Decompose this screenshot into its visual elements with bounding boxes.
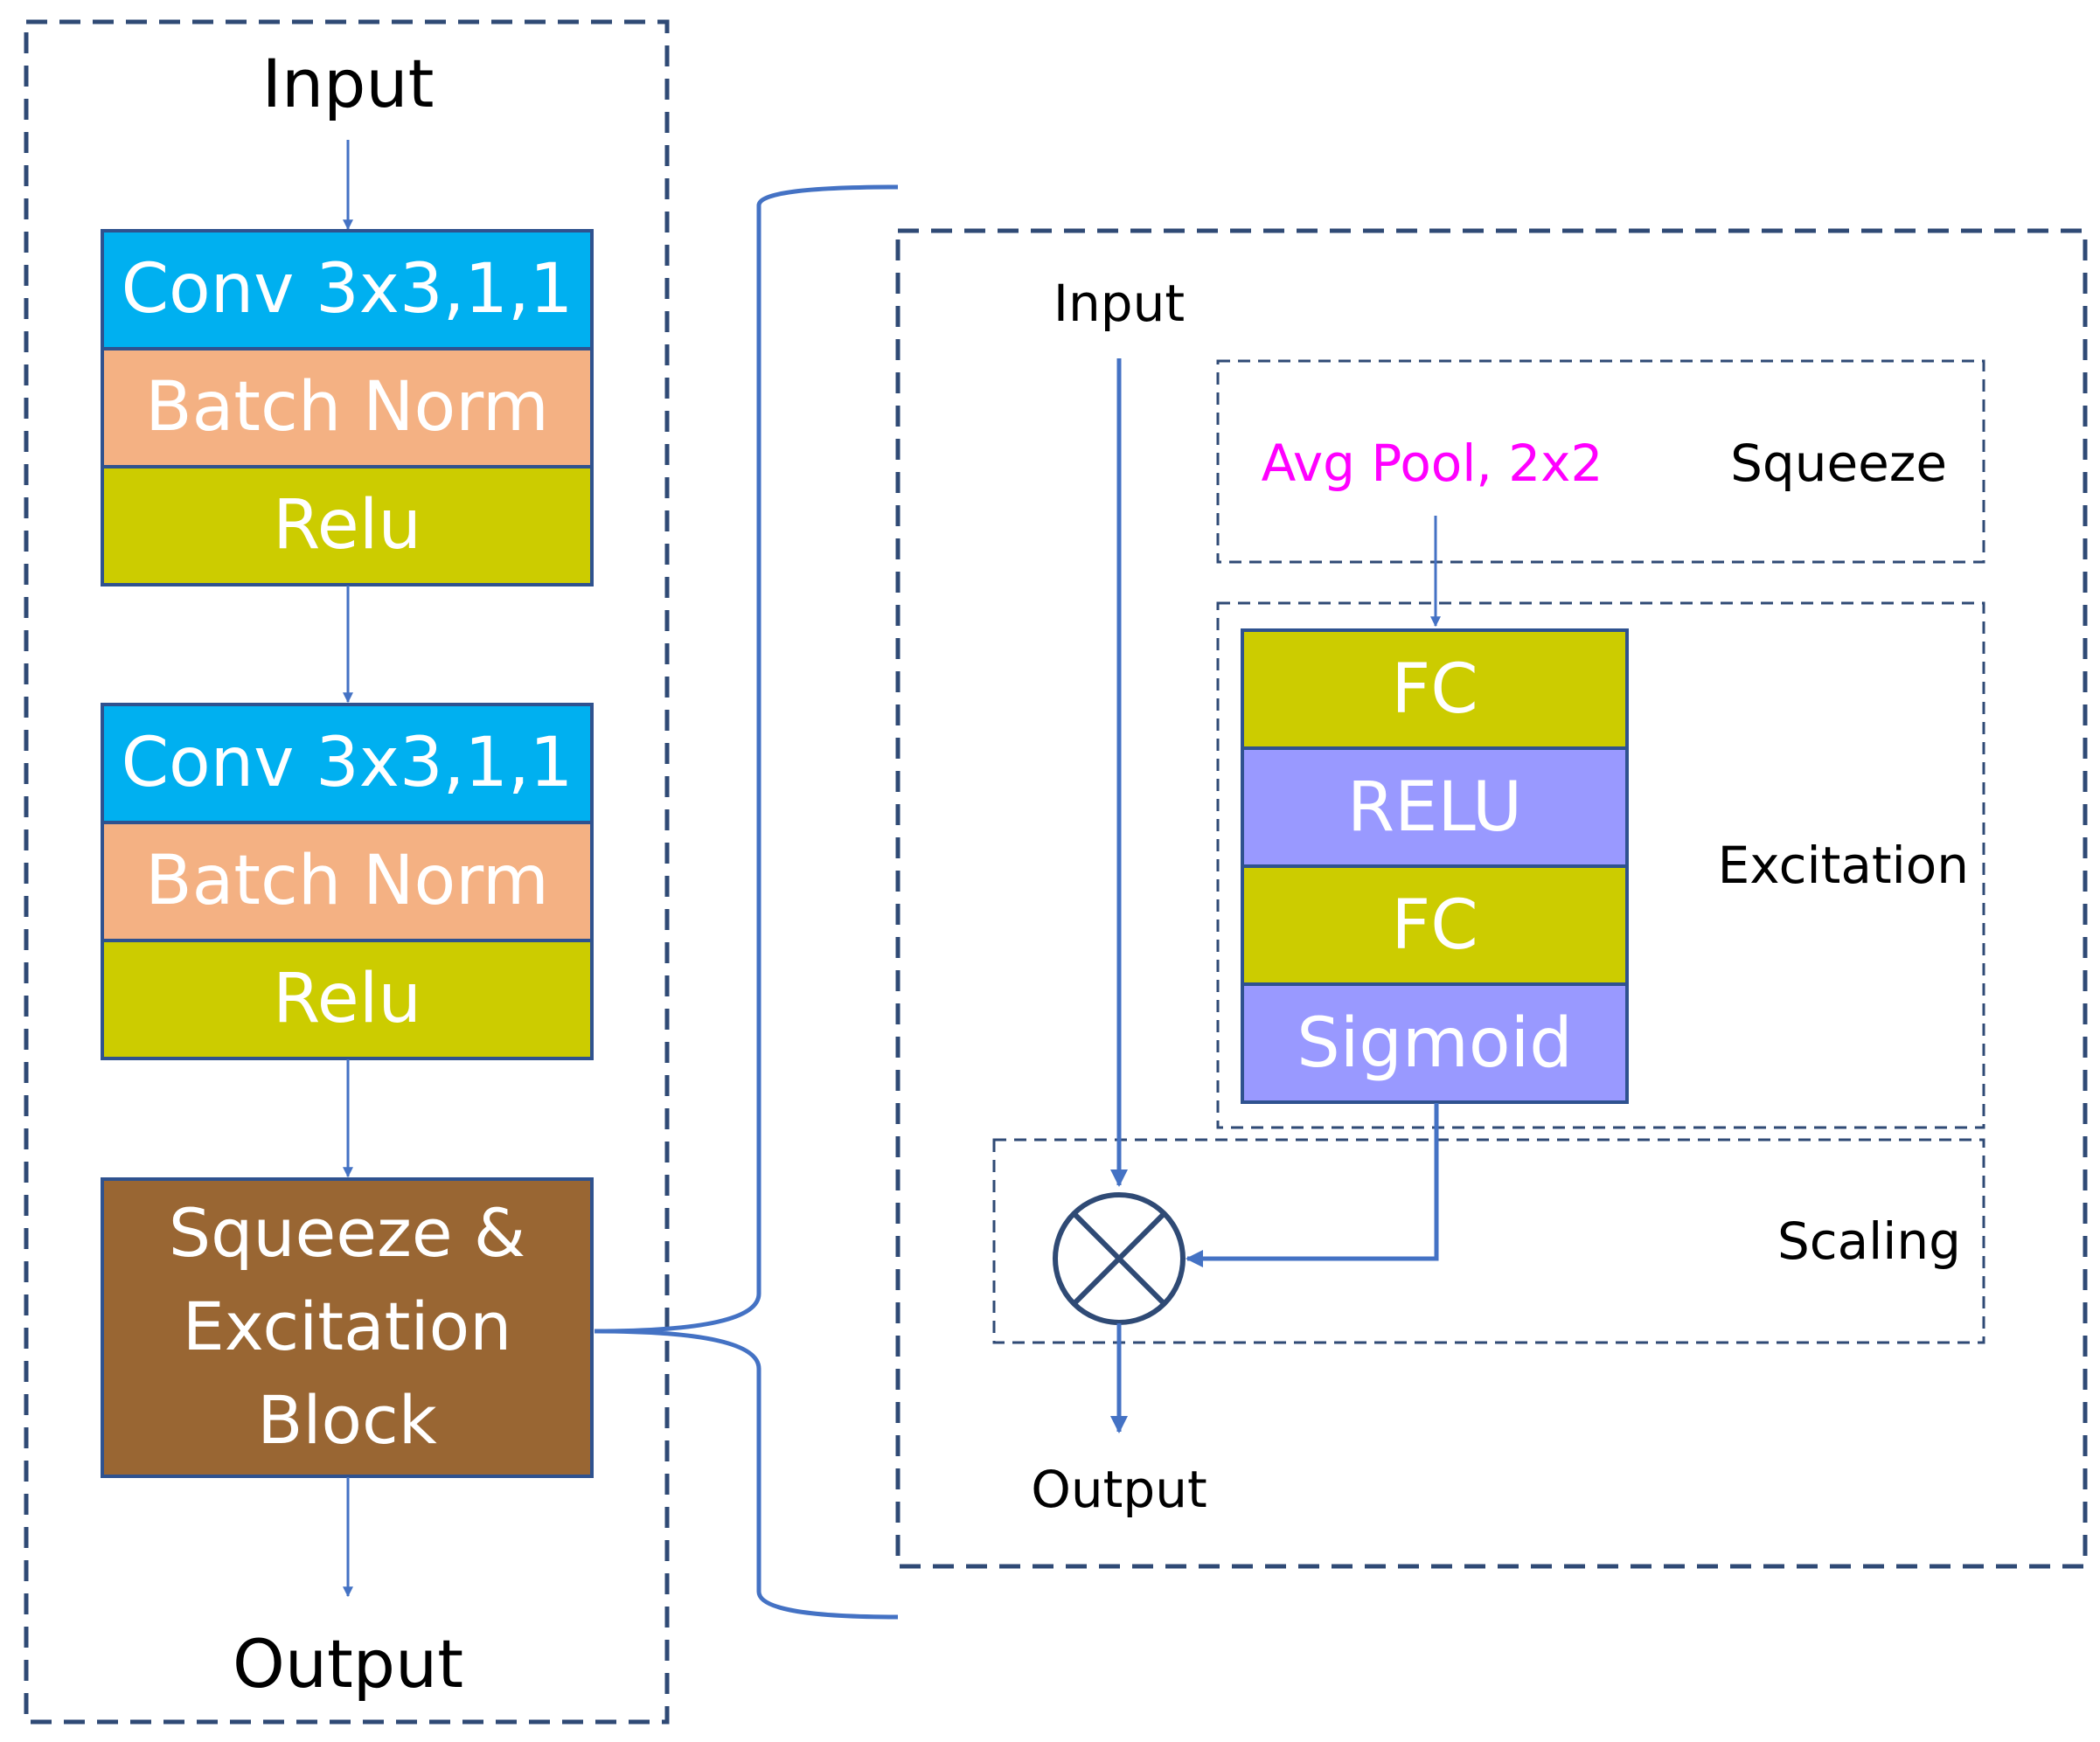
conv-bn-relu-stack-2: Conv 3x3,1,1 Batch Norm Relu xyxy=(101,703,594,1060)
conv-block-1-label: Conv 3x3,1,1 xyxy=(122,250,574,329)
scaling-label: Scaling xyxy=(1777,1211,1961,1271)
fc-block-1-label: FC xyxy=(1391,650,1478,729)
relu-block-1-label: Relu xyxy=(273,486,421,565)
se-block-label-line1: Squeeze & xyxy=(169,1194,525,1272)
conv-block-1 xyxy=(101,229,594,350)
avg-pool-label: Avg Pool, 2x2 xyxy=(1262,434,1603,493)
multiply-circle-icon xyxy=(1053,1192,1186,1325)
conv-block-2 xyxy=(101,703,594,824)
se-block xyxy=(101,1177,594,1478)
sigmoid-block xyxy=(1241,982,1629,1104)
batch-norm-block-2-label: Batch Norm xyxy=(145,842,549,920)
arrow-sigmoid-to-multiply xyxy=(1186,1103,1439,1267)
relu-block-1 xyxy=(101,465,594,586)
squeeze-label: Squeeze xyxy=(1730,434,1947,493)
scaling-region xyxy=(992,1138,1985,1344)
excitation-region xyxy=(1216,601,1985,1129)
right-output-label: Output xyxy=(1031,1460,1206,1519)
batch-norm-block-2 xyxy=(101,821,594,942)
left-input-label: Input xyxy=(262,45,435,122)
conv-bn-relu-stack-1: Conv 3x3,1,1 Batch Norm Relu xyxy=(101,229,594,586)
excitation-stack: FC RELU FC Sigmoid xyxy=(1241,628,1629,1104)
fc-block-1 xyxy=(1241,628,1629,750)
se-block-label-line3: Block xyxy=(257,1381,437,1459)
batch-norm-block-1-label: Batch Norm xyxy=(145,368,549,447)
relu-block-2 xyxy=(101,939,594,1060)
excitation-label: Excitation xyxy=(1718,836,1969,895)
relu-caps-block xyxy=(1241,746,1629,868)
se-block-label-line2: Excitation xyxy=(183,1287,512,1365)
fc-block-2 xyxy=(1241,864,1629,986)
relu-caps-block-label: RELU xyxy=(1347,768,1522,847)
relu-block-2-label: Relu xyxy=(273,960,421,1038)
sigmoid-block-label: Sigmoid xyxy=(1297,1004,1573,1083)
fc-block-2-label: FC xyxy=(1391,886,1478,965)
conv-block-2-label: Conv 3x3,1,1 xyxy=(122,724,574,802)
right-input-label: Input xyxy=(1053,274,1185,333)
squeeze-region xyxy=(1216,359,1985,564)
expansion-brace xyxy=(594,184,899,1620)
left-panel-border xyxy=(24,19,670,1725)
left-output-label: Output xyxy=(233,1625,463,1703)
